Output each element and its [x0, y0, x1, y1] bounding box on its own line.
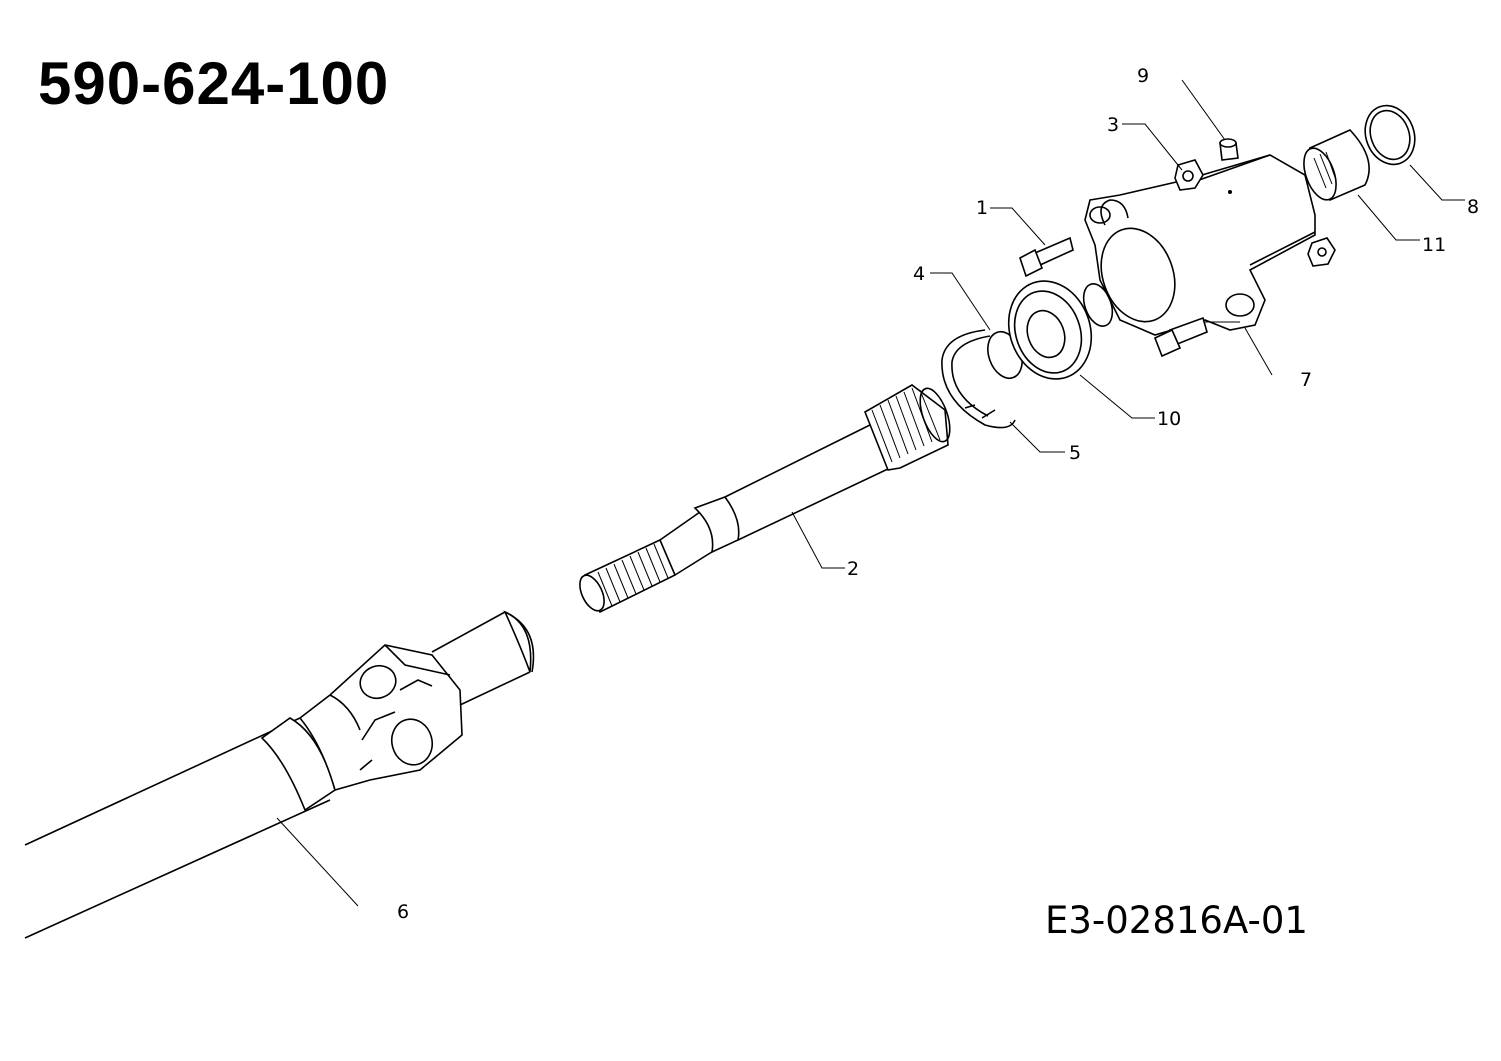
callout-1: 1	[976, 197, 988, 219]
callout-8: 8	[1467, 196, 1479, 218]
callout-10: 10	[1157, 408, 1181, 430]
part-number-title: 590-624-100	[38, 50, 390, 117]
callout-6: 6	[397, 901, 409, 923]
callout-5: 5	[1069, 442, 1081, 464]
callout-11: 11	[1422, 234, 1446, 256]
snap-ring[interactable]	[941, 329, 1016, 429]
callout-4: 4	[913, 263, 925, 285]
splined-shaft[interactable]	[575, 384, 956, 615]
drive-shaft-assembly[interactable]	[24, 610, 535, 939]
leader-lines	[276, 79, 1465, 907]
callout-7: 7	[1300, 369, 1312, 391]
grease-fitting[interactable]	[1219, 138, 1239, 161]
bolt-upper[interactable]	[1019, 236, 1074, 278]
nut-right[interactable]	[1307, 237, 1336, 267]
needle-bearing[interactable]	[1298, 129, 1370, 204]
callout-2: 2	[847, 558, 859, 580]
callout-labels: 1 2 3 4 5 6 7 8 9 10 11	[397, 65, 1479, 923]
callout-9: 9	[1137, 65, 1149, 87]
nut[interactable]	[1174, 159, 1204, 191]
bolt-lower[interactable]	[1153, 316, 1208, 358]
callout-3: 3	[1107, 114, 1119, 136]
seal-ring[interactable]	[1357, 99, 1423, 172]
flange-housing[interactable]	[1084, 154, 1316, 336]
drawing-code: E3-02816A-01	[1045, 899, 1308, 942]
bearing[interactable]	[995, 269, 1104, 390]
